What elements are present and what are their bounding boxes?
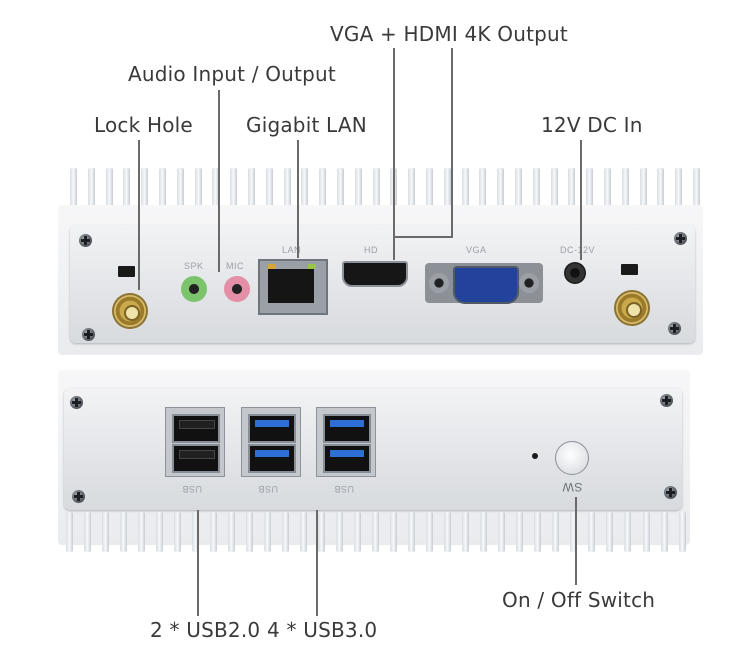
top-heatsink-fins [70,168,700,212]
screw-icon [674,232,687,245]
vga-label: VGA [466,245,487,255]
leader-line-dc [580,140,582,260]
lan-port [258,259,328,315]
spk-label: SPK [184,261,204,271]
dc-jack [564,262,586,284]
bottom-heatsink-fins [66,512,686,552]
callout-gigabit-lan: Gigabit LAN [246,113,367,137]
screw-icon [664,486,677,499]
leader-line-video-join [393,236,453,238]
screw-icon [79,234,92,247]
lock-hole-left [118,266,135,277]
leader-line-audio [218,90,220,272]
callout-audio: Audio Input / Output [128,62,336,86]
hd-label: HD [364,245,378,255]
leader-line-switch [575,497,577,585]
vga-port [425,263,543,304]
lan-label: LAN [282,245,302,255]
leader-line-lan [297,140,299,258]
leader-line-vga [451,48,453,238]
antenna-connector-right [614,290,650,326]
usb3-port-stack [316,407,376,477]
dc-label: DC-12V [560,245,596,255]
screw-icon [668,322,681,335]
mic-label: MIC [226,261,244,271]
mic-jack [224,276,250,302]
screw-icon [72,490,85,503]
usb-label: USB [334,484,355,494]
screw-icon [660,394,673,407]
leader-line-lock [138,140,140,290]
usb2-port-stack [165,407,225,477]
screw-icon [70,396,83,409]
sw-label: SW [562,480,583,494]
power-led [532,453,538,459]
callout-lock-hole: Lock Hole [94,113,193,137]
callout-usb3: 4 * USB3.0 [267,618,378,642]
leader-line-usb3 [316,510,318,616]
leader-line-hdmi [393,48,395,260]
lock-hole-right [621,264,638,275]
callout-switch: On / Off Switch [502,588,656,612]
power-button [555,441,589,475]
callout-dc-in: 12V DC In [541,113,643,137]
callout-usb2: 2 * USB2.0 [150,618,261,642]
leader-line-usb2 [197,510,199,616]
antenna-connector-left [112,293,148,329]
callout-video-output: VGA + HDMI 4K Output [330,22,568,46]
usb3-port-stack [241,407,301,477]
usb-label: USB [182,484,203,494]
speaker-jack [181,276,207,302]
screw-icon [82,328,95,341]
usb-label: USB [258,484,279,494]
hdmi-port [342,261,408,287]
